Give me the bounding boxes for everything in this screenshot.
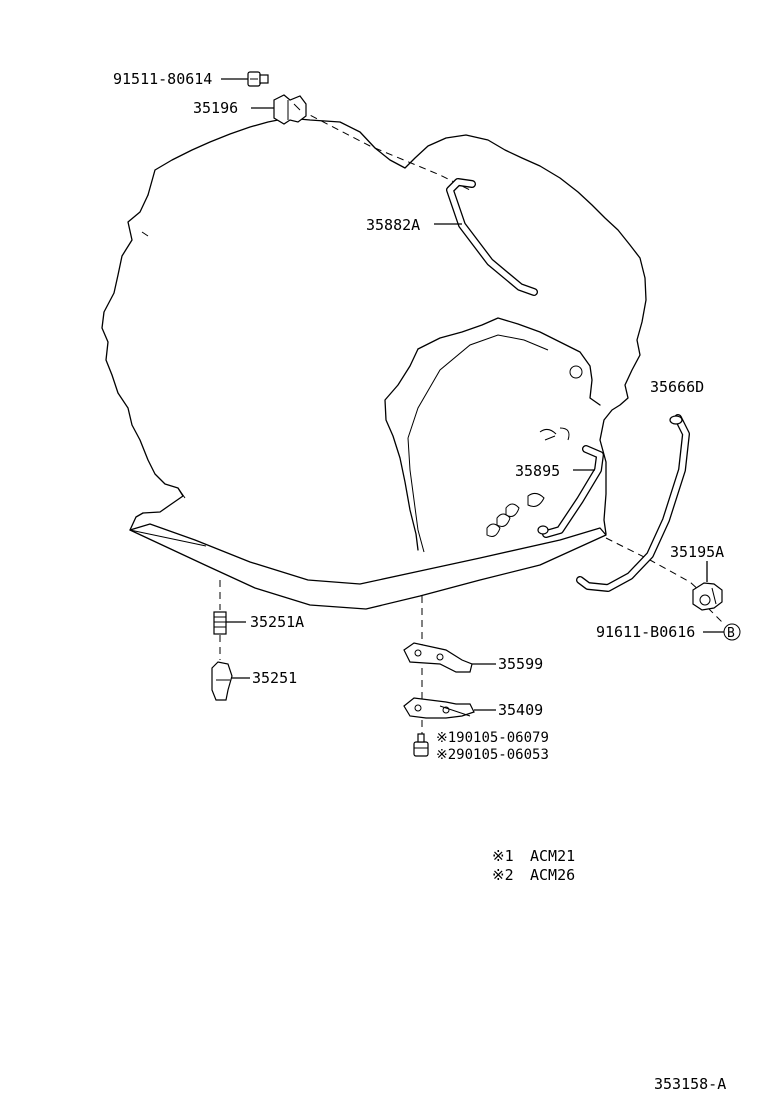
label-35409[interactable]: 35409 (498, 701, 543, 719)
label-35195A[interactable]: 35195A (670, 543, 724, 561)
ref-b-marker[interactable]: B (723, 623, 741, 641)
clamp-35195A-part (692, 582, 723, 611)
plate-35409-part (403, 697, 475, 719)
label-35599[interactable]: 35599 (498, 655, 543, 673)
leader-lines (221, 78, 724, 711)
transmission-housing (101, 117, 647, 610)
clamp-35196-part (273, 94, 307, 125)
figure-code: 353158-A (654, 1075, 726, 1093)
note-2-model: ACM26 (530, 866, 575, 884)
label-35666D[interactable]: 35666D (650, 378, 704, 396)
label-35196[interactable]: 35196 (193, 99, 238, 117)
bolt-91511-80614-part (247, 71, 269, 87)
label-35895[interactable]: 35895 (515, 462, 560, 480)
spring-35251A-part (213, 611, 227, 635)
note-1-model: ACM21 (530, 847, 575, 865)
ref-b-letter: B (727, 626, 735, 641)
label-bolt-1[interactable]: ※190105-06079 (436, 730, 549, 746)
label-35251A[interactable]: 35251A (250, 613, 304, 631)
part-labels: 91511-80614 35196 35882A 35666D 35895 35… (113, 70, 741, 763)
pipe-35666D-part (576, 414, 690, 592)
pipe-35882A-part (446, 178, 538, 296)
label-bolt-2[interactable]: ※290105-06053 (436, 747, 549, 763)
note-1-mark: ※1 (492, 847, 514, 865)
valve-35251-part (211, 661, 233, 701)
label-91611-B0616[interactable]: 91611-B0616 (596, 623, 695, 641)
label-91511-80614[interactable]: 91511-80614 (113, 70, 212, 88)
pipe-35895-part (537, 445, 604, 538)
label-35251[interactable]: 35251 (252, 669, 297, 687)
label-35882A[interactable]: 35882A (366, 216, 420, 234)
note-2-mark: ※2 (492, 866, 514, 884)
plate-35599-part (403, 642, 473, 673)
bolt-90105-part (413, 733, 429, 757)
model-notes: ※1 ACM21 ※2 ACM26 (492, 847, 575, 884)
